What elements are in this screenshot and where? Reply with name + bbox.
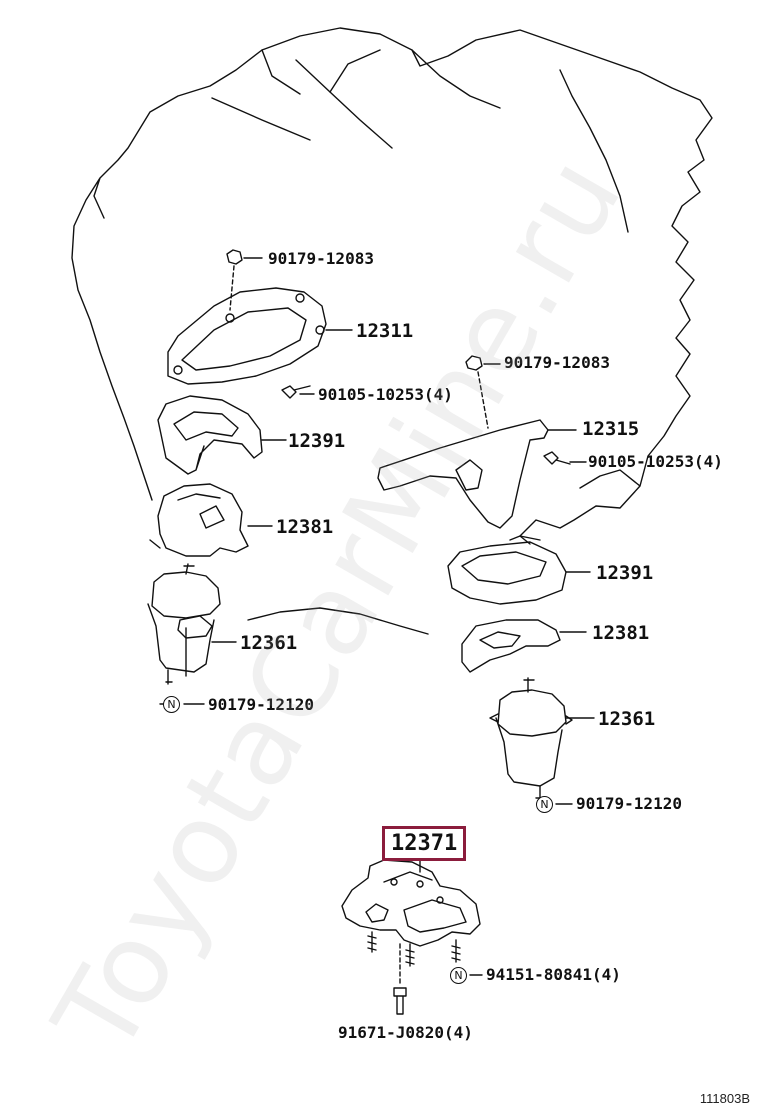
bolt-icon [405,943,415,967]
bolt-icon [393,987,407,1015]
bracket-12381-left [149,483,249,557]
bracket-12381-right [461,619,561,673]
callout-nut-bottom-left: 90179-12120 [208,695,314,714]
callout-mount-left: 12361 [240,632,298,654]
bolt-icon [367,931,377,953]
transmission-mount-12371 [341,859,481,947]
nut-icon [226,249,243,265]
figure-code: 111803B [699,1091,750,1106]
bracket-12311 [167,287,327,385]
bracket-12315 [377,419,549,529]
engine-outline [71,27,713,635]
insulator-12391-left [157,395,263,475]
callout-nut-right: 90179-12083 [504,353,610,372]
callout-bracket-12311: 12311 [356,320,414,342]
callout-mount-right: 12361 [598,708,656,730]
callout-bolt-rear: 91671-J0820(4) [338,1023,473,1042]
n-badge-icon: N [536,796,553,813]
callout-nut-bottom-right: 90179-12120 [576,794,682,813]
insulator-12391-right [447,535,567,605]
bolt-icon [543,451,571,465]
n-badge-icon: N [450,967,467,984]
callout-insulator-right: 12391 [596,562,654,584]
callout-bolt-right: 90105-10253(4) [588,452,723,471]
nut-icon [465,355,483,371]
callout-insulator-left: 12391 [288,430,346,452]
bolt-icon [451,939,461,963]
engine-cover-ridges [211,49,501,141]
bolt-icon [281,385,311,399]
callout-nut-left: 90179-12083 [268,249,374,268]
n-badge-icon: N [163,696,180,713]
callout-bracket-12315: 12315 [582,418,640,440]
callout-nut-rear: 94151-80841(4) [486,965,621,984]
highlighted-part-12371[interactable]: 12371 [382,826,467,861]
engine-mount-12361-left [147,563,221,673]
callout-bracket-mid-right: 12381 [592,622,650,644]
engine-mount-12361-right [489,677,573,787]
callout-bolt-left: 90105-10253(4) [318,385,453,404]
callout-bracket-mid-left: 12381 [276,516,334,538]
